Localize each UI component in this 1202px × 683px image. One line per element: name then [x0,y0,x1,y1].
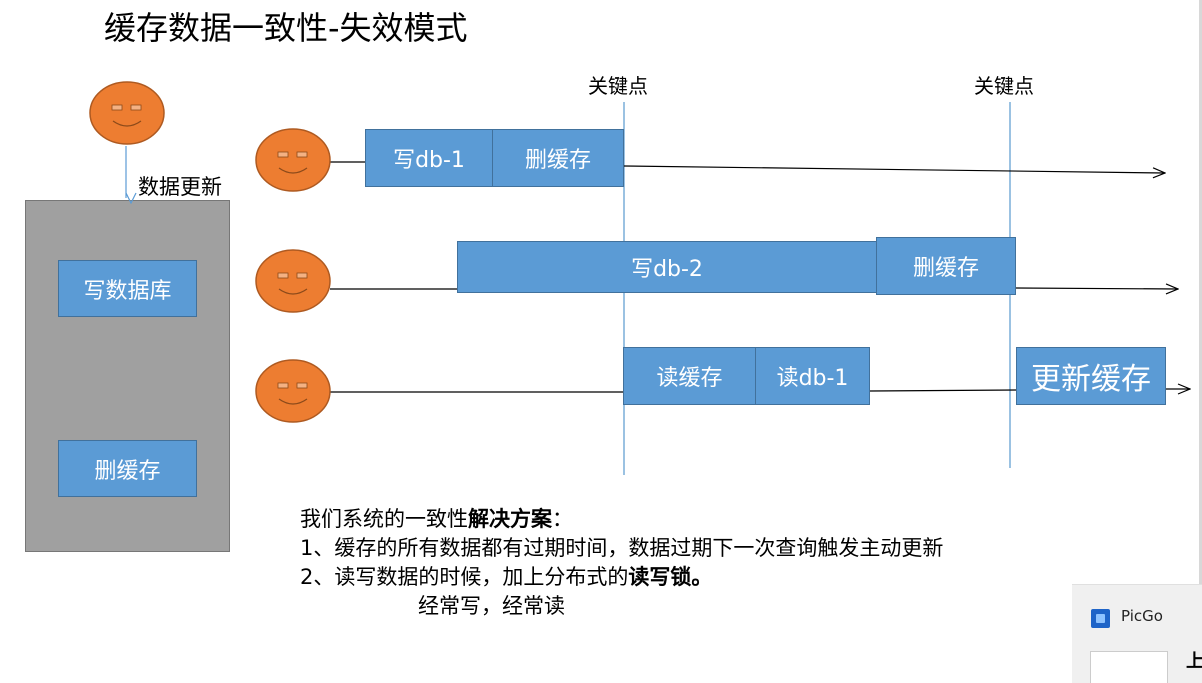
smiley-face-icon [255,249,331,313]
smiley-face-icon [255,128,331,192]
smiley-face-icon [89,81,165,145]
arrow-right-icon [1015,288,1178,289]
lane1-write-db-block: 写db-1 [365,129,493,187]
arrow-right-icon [623,165,1165,173]
smiley-face-icon [255,359,331,423]
window-edge [1199,0,1202,682]
picgo-thumbnail [1090,651,1168,683]
picgo-notification[interactable]: PicGo 上 [1072,584,1202,683]
lane2-delete-cache-block: 删缓存 [876,237,1016,295]
lane3-update-cache-block: 更新缓存 [1016,347,1166,405]
timeline-3-mid [869,389,1017,392]
page-title: 缓存数据一致性-失效模式 [104,9,468,47]
server-delete-cache-block: 删缓存 [58,440,197,497]
lane3-read-cache-block: 读缓存 [623,347,756,405]
picgo-app-name: PicGo [1121,607,1163,625]
lane3-read-db-block: 读db-1 [755,347,870,405]
solution-text: 我们系统的一致性解决方案： 1、缓存的所有数据都有过期时间，数据过期下一次查询触… [300,505,943,621]
solution-line-1: 我们系统的一致性解决方案： [300,507,573,531]
data-update-label: 数据更新 [138,175,222,199]
solution-line-3: 2、读写数据的时候，加上分布式的读写锁。 [300,565,713,589]
picgo-logo-icon [1091,609,1110,628]
solution-line-2: 1、缓存的所有数据都有过期时间，数据过期下一次查询触发主动更新 [300,536,944,560]
key-point-label: 关键点 [974,74,1034,98]
key-point-label: 关键点 [588,74,648,98]
lane1-delete-cache-block: 删缓存 [492,129,624,187]
solution-line-4: 经常写，经常读 [418,594,565,618]
server-write-db-block: 写数据库 [58,260,197,317]
lane2-write-db-block: 写db-2 [457,241,877,293]
picgo-peek-text: 上 [1186,647,1202,673]
